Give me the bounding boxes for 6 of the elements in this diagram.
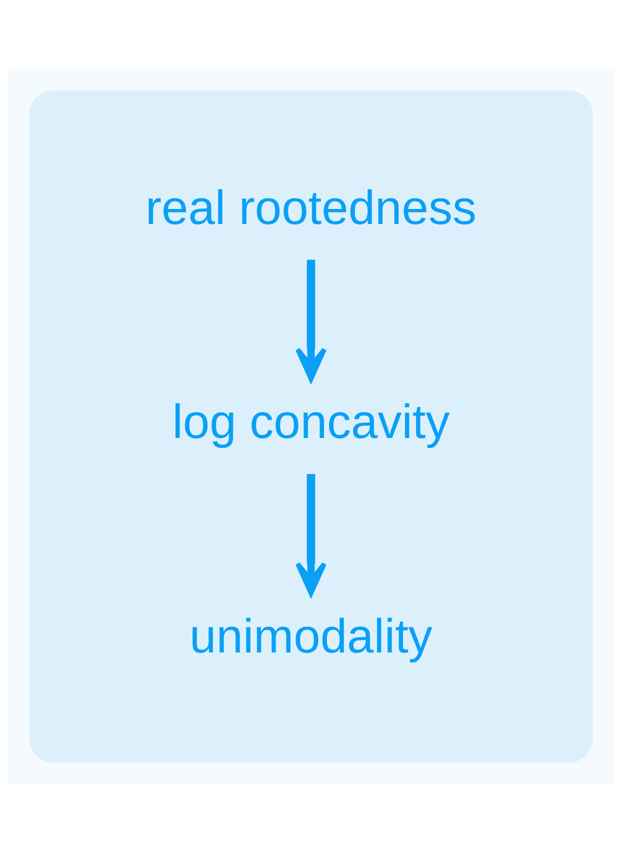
node-text: real rootedness bbox=[146, 182, 476, 235]
node-text: log concavity bbox=[172, 396, 450, 450]
node-text: unimodality bbox=[190, 610, 432, 664]
arrow bbox=[295, 260, 327, 382]
arrow bbox=[295, 474, 327, 596]
cluster bbox=[29, 90, 593, 763]
